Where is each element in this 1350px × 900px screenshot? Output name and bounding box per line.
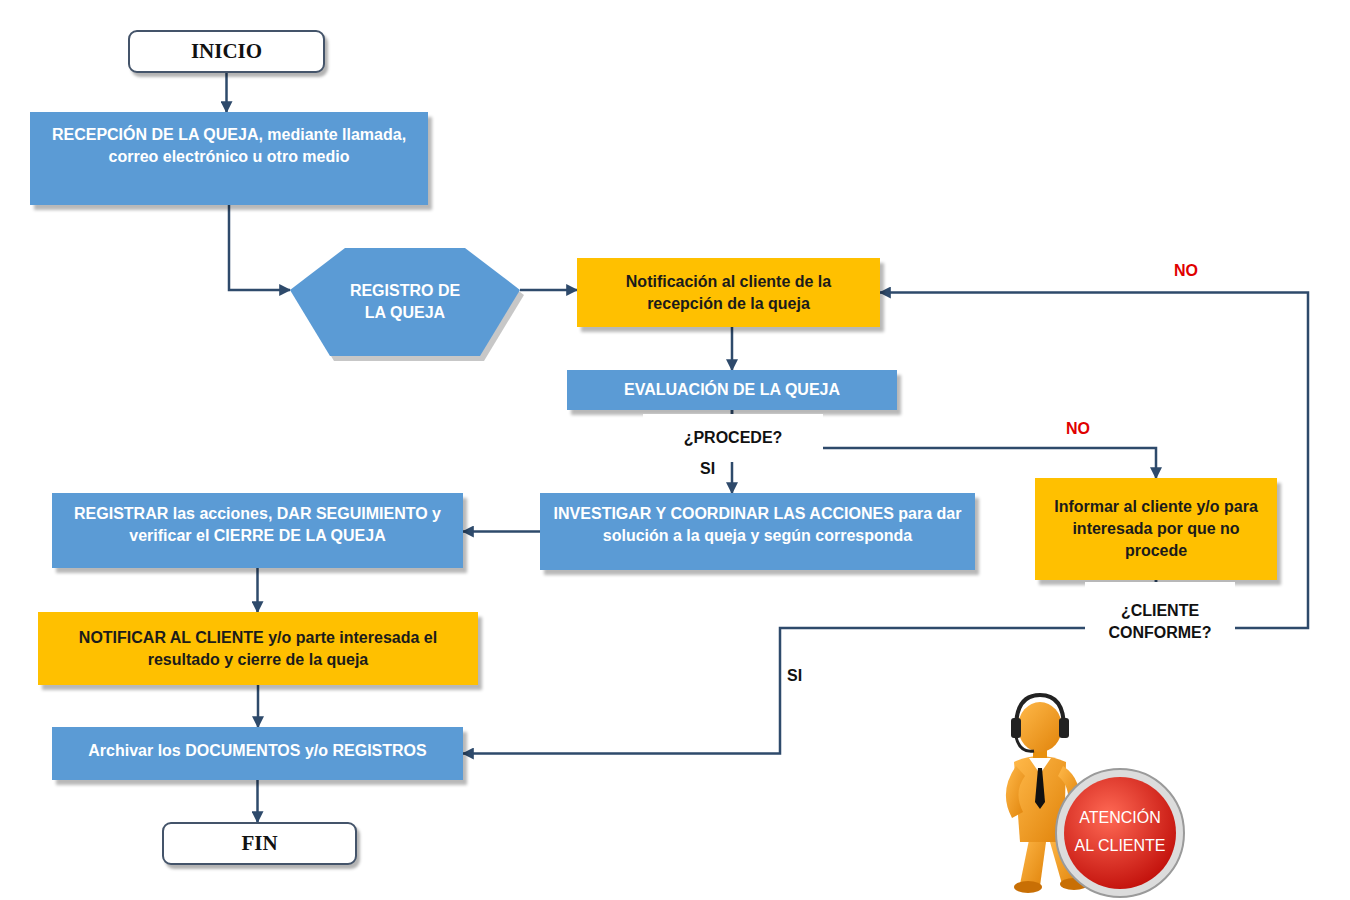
flow-connector xyxy=(256,780,259,822)
node-text: REGISTRAR las acciones, DAR SEGUIMIENTO … xyxy=(60,503,455,547)
process-box: REGISTRAR las acciones, DAR SEGUIMIENTO … xyxy=(52,493,463,568)
node-text: Archivar los DOCUMENTOS y/o REGISTROS xyxy=(88,740,426,762)
sign-ring xyxy=(1056,769,1184,897)
notification-box: NOTIFICAR AL CLIENTE y/o parte interesad… xyxy=(38,612,478,685)
register-pentagon: REGISTRO DE LA QUEJA xyxy=(290,248,520,356)
figure-shoe xyxy=(1014,881,1042,893)
flow-connector xyxy=(880,293,1308,629)
edge-label: SI xyxy=(700,460,715,478)
notification-box: Informar al cliente y/o para interesada … xyxy=(1035,478,1277,580)
notification-box: Notificación al cliente de la recepción … xyxy=(577,258,880,327)
flow-connector xyxy=(225,73,228,112)
flow-connector xyxy=(229,205,290,290)
flow-connector xyxy=(463,580,1156,754)
flow-connector xyxy=(257,685,260,727)
process-box: Archivar los DOCUMENTOS y/o REGISTROS xyxy=(52,727,463,780)
sign-disc xyxy=(1064,777,1176,889)
flow-connector xyxy=(520,289,577,292)
headset-earcup xyxy=(1059,718,1069,738)
process-box: EVALUACIÓN DE LA QUEJA xyxy=(567,370,897,410)
pentagon-outline xyxy=(290,248,520,356)
node-text: INICIO xyxy=(191,38,262,65)
flow-connector xyxy=(256,568,259,612)
figure-head xyxy=(1018,702,1062,752)
process-box: INVESTIGAR Y COORDINAR LAS ACCIONES para… xyxy=(540,493,975,570)
edge-label: NO xyxy=(1066,420,1090,438)
figure-arm xyxy=(1006,766,1025,818)
node-text: INVESTIGAR Y COORDINAR LAS ACCIONES para… xyxy=(550,503,965,547)
node-text: FIN xyxy=(241,830,277,857)
decision-question: ¿CLIENTE CONFORME? xyxy=(1085,582,1235,662)
decision-question: ¿PROCEDE? xyxy=(643,414,823,462)
edge-label: SI xyxy=(787,667,802,685)
figure-leg xyxy=(1020,835,1046,886)
pentagon-shape xyxy=(290,248,520,356)
node-text: REGISTRO DE LA QUEJA xyxy=(340,280,470,324)
process-box: RECEPCIÓN DE LA QUEJA, mediante llamada,… xyxy=(30,112,428,205)
headset-earcup xyxy=(1011,718,1021,738)
start-terminal: INICIO xyxy=(128,30,325,73)
sign-text: ATENCIÓN AL CLIENTE xyxy=(1072,804,1168,860)
flow-connector xyxy=(463,530,540,533)
node-text: NOTIFICAR AL CLIENTE y/o parte interesad… xyxy=(48,627,468,671)
node-text: Informar al cliente y/o para interesada … xyxy=(1047,496,1265,562)
node-text: EVALUACIÓN DE LA QUEJA xyxy=(624,379,840,401)
node-text: Notificación al cliente de la recepción … xyxy=(591,271,866,315)
edge-label: NO xyxy=(1174,262,1198,280)
end-terminal: FIN xyxy=(162,822,357,865)
flow-connector xyxy=(731,327,734,370)
headset-mic xyxy=(1016,737,1034,751)
headset-band xyxy=(1016,695,1064,728)
node-text: RECEPCIÓN DE LA QUEJA, mediante llamada,… xyxy=(40,124,418,168)
figure-tie xyxy=(1035,768,1045,809)
